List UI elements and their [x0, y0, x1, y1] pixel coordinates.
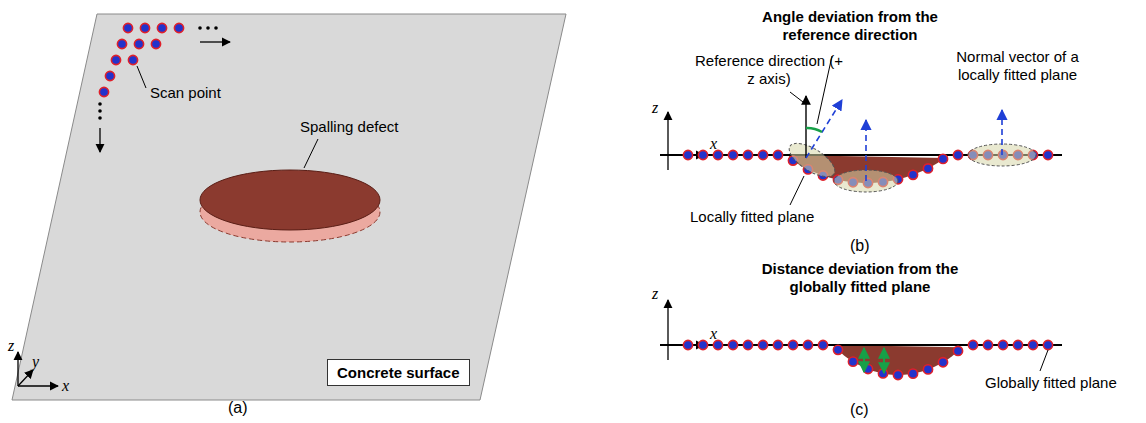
angle-arc — [806, 128, 822, 132]
axis — [667, 112, 668, 170]
annotation-label: Spalling defect — [300, 118, 398, 136]
annotation-label: (b) — [850, 236, 870, 255]
leader-line — [137, 66, 146, 88]
scan-point — [983, 340, 992, 349]
scan-point — [758, 150, 767, 159]
spalling-defect — [200, 170, 380, 230]
axis-label: z — [652, 284, 658, 303]
annotation-label: Globally fitted plane — [985, 374, 1117, 392]
scan-point — [123, 23, 132, 32]
normal-vector — [806, 100, 842, 158]
scan-point — [893, 370, 902, 379]
local-plane — [784, 137, 840, 183]
axis — [18, 385, 58, 386]
scan-point — [1013, 340, 1022, 349]
scan-point — [803, 340, 812, 349]
scan-point — [743, 150, 752, 159]
scan-point — [99, 87, 108, 96]
box-label: Concrete surface — [337, 364, 460, 381]
axis — [667, 300, 668, 360]
scan-point — [908, 369, 917, 378]
scan-point — [818, 340, 827, 349]
leader-line — [790, 176, 804, 205]
axis-label: x — [710, 134, 717, 153]
scan-point — [111, 55, 120, 64]
annotation-label: Distance deviation from the globally fit… — [750, 260, 970, 296]
panel-c — [660, 300, 1062, 380]
scan-point — [968, 340, 977, 349]
annotation-label: Angle deviation from the reference direc… — [745, 8, 955, 44]
leader-line — [1040, 350, 1048, 371]
scan-point — [1043, 340, 1052, 349]
scan-point — [728, 150, 737, 159]
axis-label: x — [710, 324, 717, 343]
annotation-label: Reference direction (+ z axis) — [690, 52, 848, 88]
leader-line — [790, 92, 803, 102]
axis — [17, 352, 18, 386]
ellipsis-dot — [98, 116, 102, 120]
scan-point — [1043, 150, 1052, 159]
scan-point — [833, 345, 842, 354]
ellipsis-dot — [98, 109, 102, 113]
scan-point — [773, 150, 782, 159]
scan-point — [953, 346, 962, 355]
annotation-label: (a) — [228, 398, 248, 417]
scan-point — [953, 150, 962, 159]
concrete-surface — [12, 14, 566, 400]
scan-point — [1028, 340, 1037, 349]
scan-point — [683, 340, 692, 349]
scan-point — [128, 55, 137, 64]
scan-point — [105, 71, 114, 80]
ellipsis-dot — [98, 102, 102, 106]
scan-point — [140, 23, 149, 32]
scan-point — [134, 39, 143, 48]
axis-label: x — [62, 376, 69, 395]
leader-line — [304, 139, 318, 168]
normal-vector — [1001, 110, 1003, 155]
scan-point — [758, 340, 767, 349]
scan-point — [698, 340, 707, 349]
scan-point — [788, 340, 797, 349]
distance-arrow — [883, 348, 885, 373]
axis-label: z — [652, 98, 658, 117]
scan-arrow — [200, 41, 230, 42]
scan-point — [698, 150, 707, 159]
scan-point — [151, 39, 160, 48]
scan-point — [773, 340, 782, 349]
axis-label: y — [32, 352, 39, 371]
label-box: Concrete surface — [327, 359, 470, 386]
scan-point — [938, 358, 947, 367]
scan-point — [743, 340, 752, 349]
annotation-label: Normal vector of a locally fitted plane — [940, 48, 1095, 84]
scan-point — [174, 23, 183, 32]
scan-point — [923, 164, 932, 173]
scan-arrow — [99, 128, 100, 152]
ellipsis-dot — [214, 26, 218, 30]
scan-point — [938, 154, 947, 163]
annotation-label: Scan point — [150, 84, 221, 102]
panel-a — [12, 14, 566, 400]
annotation-label: (c) — [850, 400, 869, 419]
scan-point — [728, 340, 737, 349]
axis-label: z — [8, 336, 14, 355]
scan-point — [157, 23, 166, 32]
scan-point — [923, 365, 932, 374]
normal-vector — [865, 120, 867, 181]
scan-point — [683, 150, 692, 159]
scan-point — [848, 357, 857, 366]
scan-point — [908, 170, 917, 179]
distance-arrow — [863, 348, 865, 372]
ellipsis-dot — [198, 26, 202, 30]
scan-point — [117, 39, 126, 48]
axis — [18, 370, 33, 386]
ellipsis-dot — [206, 26, 210, 30]
annotation-label: Locally fitted plane — [690, 208, 814, 226]
scan-point — [998, 340, 1007, 349]
